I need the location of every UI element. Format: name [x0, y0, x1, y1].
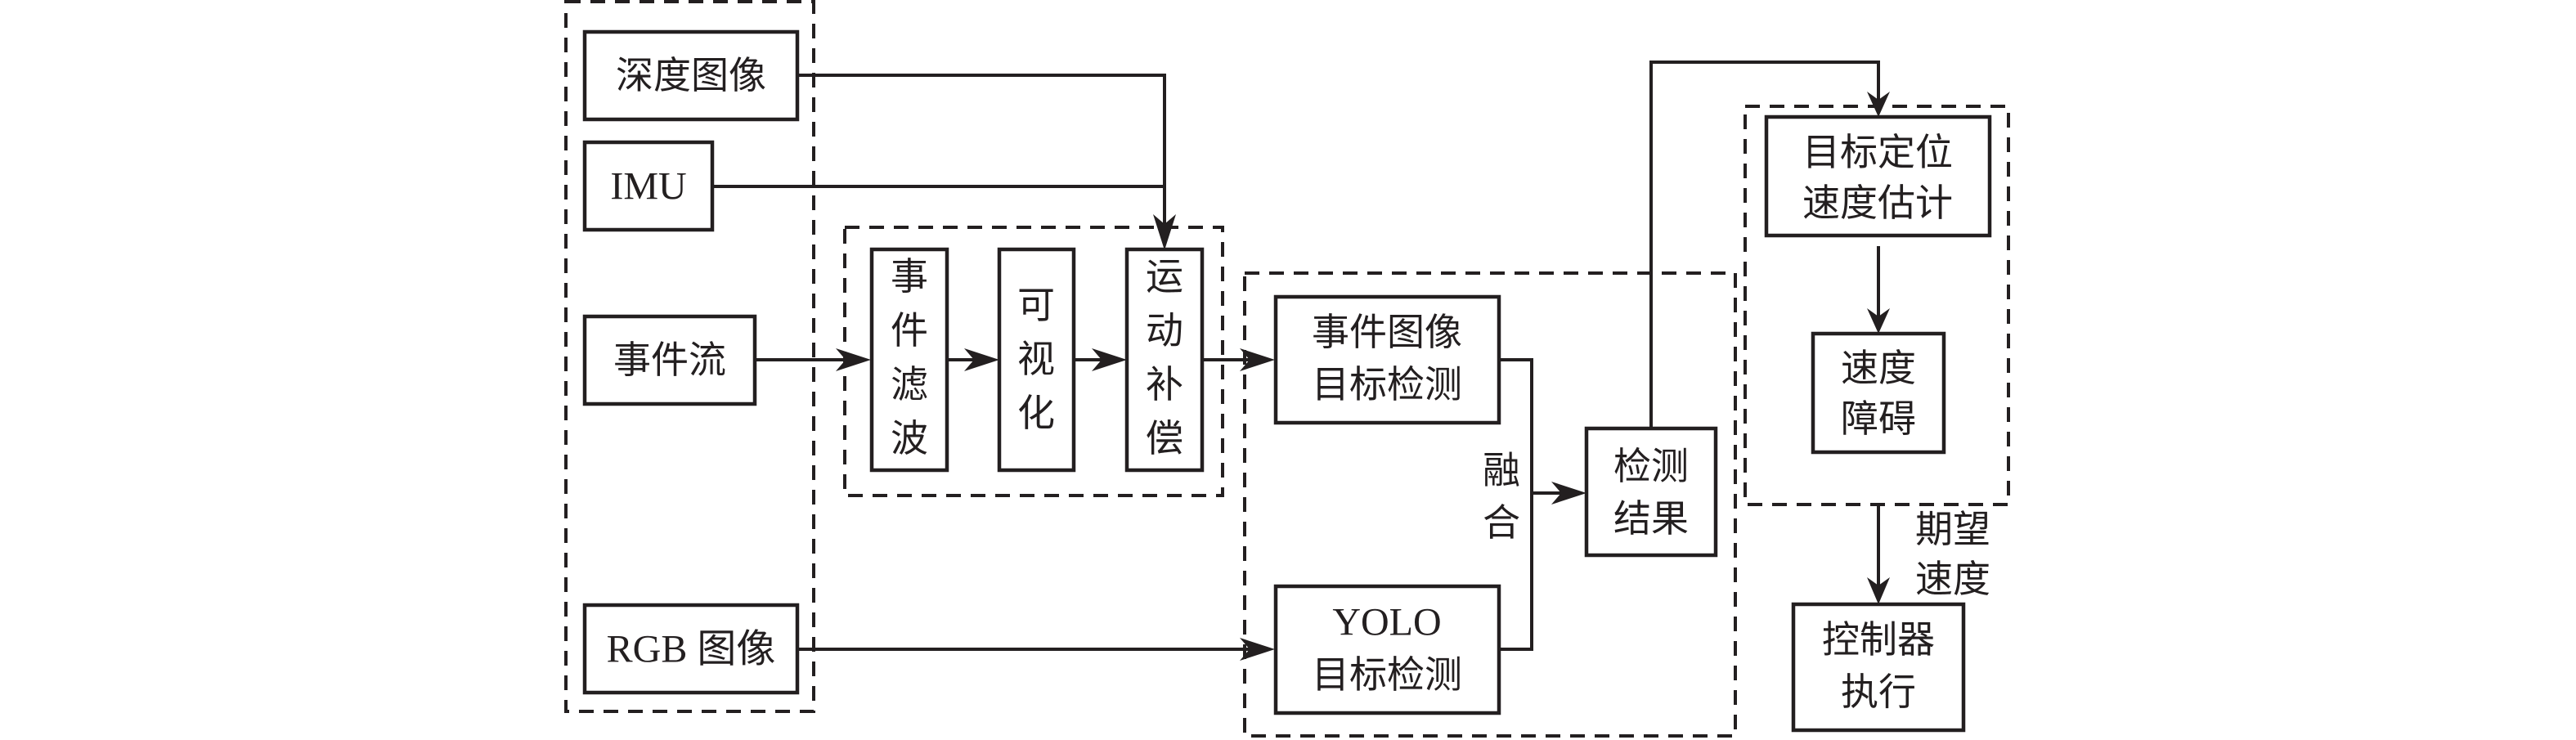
node-label: 深度图像 — [616, 53, 766, 97]
connectors — [712, 61, 1880, 651]
node-motion-compensation[interactable]: 运 动 补 偿 — [1124, 247, 1205, 473]
node-label: 化 — [1017, 391, 1055, 435]
fusion-label: 融 合 — [1483, 448, 1520, 545]
arrowheads — [836, 92, 1890, 661]
node-yolo-detection[interactable]: YOLO 目标检测 — [1273, 584, 1501, 715]
node-label: 结果 — [1613, 496, 1689, 540]
node-label: 事件图像 — [1312, 310, 1462, 354]
edge-result-to-localize — [1649, 61, 1880, 428]
edge-fusion-merge — [1499, 358, 1533, 651]
node-label: IMU — [610, 165, 686, 209]
node-label: 视 — [1017, 337, 1055, 381]
node-label: 运 — [1146, 254, 1183, 298]
arrow-right-icon — [964, 348, 999, 371]
node-label: 事 — [891, 254, 928, 298]
arrow-right-icon — [1240, 638, 1275, 661]
node-label: 目标定位 — [1802, 130, 1953, 174]
node-label: 滤 — [891, 362, 928, 406]
node-label: 波 — [891, 416, 928, 460]
arrow-right-icon — [836, 348, 871, 371]
node-label: 目标检测 — [1312, 362, 1462, 406]
arrow-right-icon — [1092, 348, 1127, 371]
node-label: 执行 — [1841, 670, 1916, 714]
node-rgb-image[interactable]: RGB 图像 — [582, 603, 800, 695]
node-label: 检测 — [1613, 444, 1689, 488]
node-event-stream[interactable]: 事件流 — [582, 314, 757, 406]
edge-label: 合 — [1483, 500, 1520, 545]
node-label: 动 — [1146, 308, 1183, 352]
edge-label: 融 — [1483, 448, 1520, 492]
edge-label: 速度 — [1915, 557, 1990, 601]
node-depth-image[interactable]: 深度图像 — [582, 29, 800, 122]
node-label: 偿 — [1146, 416, 1183, 460]
arrow-down-icon — [1867, 577, 1890, 604]
node-label: 可 — [1017, 283, 1055, 327]
sensor-group-frame — [564, 0, 815, 713]
node-controller[interactable]: 控制器 执行 — [1791, 602, 1966, 733]
arrow-right-icon — [1551, 482, 1586, 505]
node-label: 补 — [1146, 362, 1183, 406]
node-velocity-obstacle[interactable]: 速度 障碍 — [1811, 331, 1946, 455]
node-imu[interactable]: IMU — [582, 140, 715, 232]
node-event-filter[interactable]: 事 件 滤 波 — [869, 247, 949, 473]
node-label: 速度 — [1841, 346, 1916, 390]
node-label: 控制器 — [1822, 617, 1935, 662]
node-label: 目标检测 — [1312, 653, 1462, 697]
arrow-right-icon — [1240, 348, 1275, 371]
edge-label: 期望 — [1915, 507, 1990, 551]
desired-velocity-label: 期望 速度 — [1915, 507, 1990, 601]
node-label: RGB 图像 — [607, 628, 776, 671]
node-localization-velocity[interactable]: 目标定位 速度估计 — [1764, 114, 1992, 238]
node-detection-result[interactable]: 检测 结果 — [1584, 426, 1718, 558]
node-label: YOLO — [1332, 601, 1441, 644]
detection-group-frame — [1243, 271, 1737, 738]
arrow-down-icon — [1867, 308, 1890, 334]
node-label: 障碍 — [1841, 397, 1916, 441]
node-label: 速度估计 — [1802, 181, 1953, 225]
edge-depth-to-motion — [797, 74, 1166, 229]
node-label: 事件流 — [613, 338, 726, 382]
node-visualization[interactable]: 可 视 化 — [997, 247, 1076, 473]
node-label: 件 — [891, 308, 928, 352]
arrow-down-icon — [1867, 92, 1890, 117]
arrow-down-icon — [1153, 214, 1176, 250]
node-event-image-detection[interactable]: 事件图像 目标检测 — [1273, 294, 1501, 425]
